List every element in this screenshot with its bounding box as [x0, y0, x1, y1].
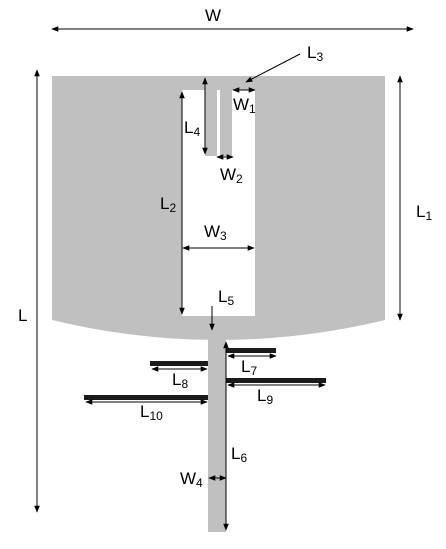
- label-w2: W2: [220, 165, 243, 186]
- label-l4: L4: [184, 118, 200, 139]
- stub-l7: [226, 348, 276, 353]
- label-l2: L2: [160, 194, 176, 215]
- label-w4: W4: [180, 469, 203, 490]
- stub-l9: [226, 378, 326, 383]
- stub-l10: [84, 395, 208, 400]
- slot-finger: [220, 76, 232, 156]
- label-l: L: [18, 306, 27, 325]
- label-l3: L3: [307, 43, 323, 64]
- slot-finger: [205, 76, 217, 156]
- dim-l3-leader: [245, 53, 301, 83]
- label-w: W: [205, 6, 221, 25]
- label-l10: L10: [140, 402, 163, 423]
- radiating-patch: [52, 76, 385, 340]
- label-l7: L7: [241, 357, 257, 378]
- label-w1: W1: [233, 95, 256, 116]
- label-l5: L5: [218, 287, 234, 308]
- label-w3: W3: [204, 222, 227, 243]
- feed-line: [208, 316, 226, 532]
- label-l8: L8: [172, 370, 188, 391]
- label-l6: L6: [231, 444, 247, 465]
- label-l1: L1: [416, 202, 432, 223]
- stub-l8: [150, 361, 208, 366]
- label-l9: L9: [257, 386, 273, 407]
